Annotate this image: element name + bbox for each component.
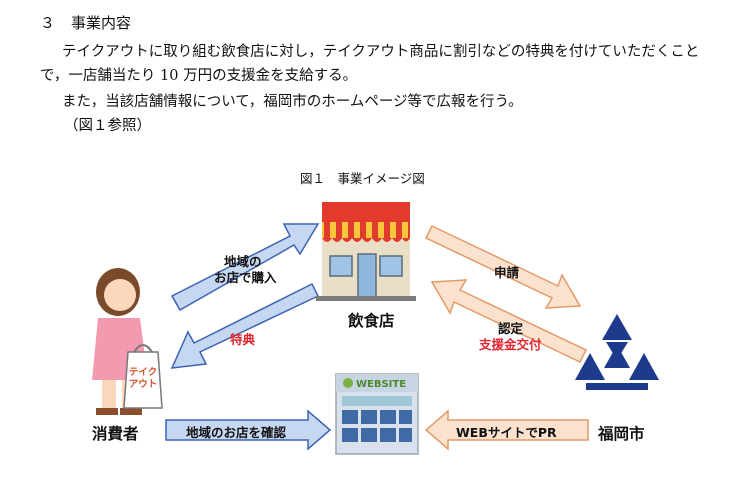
arrow-subsidy — [430, 279, 588, 363]
restaurant-label: 飲食店 — [348, 312, 395, 330]
arrow-apply — [424, 225, 582, 309]
section-number: ３ — [40, 14, 56, 32]
label-certify: 認定 — [498, 321, 524, 336]
bag-text-line2: アウト — [129, 379, 158, 390]
paragraph-1: テイクアウトに取り組む飲食店に対し，テイクアウト商品に割引などの特典を付けていた… — [40, 44, 700, 84]
section-title: 事業内容 — [71, 14, 132, 32]
restaurant-icon — [316, 202, 416, 301]
label-buy-line2: お店で購入 — [214, 270, 277, 285]
bag-text-line1: テイク — [129, 367, 157, 378]
city-label: 福岡市 — [598, 425, 645, 443]
consumer-illustration — [92, 268, 163, 415]
website-icon — [335, 373, 419, 455]
arrow-benefit — [170, 282, 320, 369]
paragraph-2: また，当該店舗情報について，福岡市のホームページ等で広報を行う。 — [62, 94, 523, 110]
label-confirm: 地域のお店を確認 — [186, 425, 287, 440]
section-heading: ３ 事業内容 — [40, 12, 131, 33]
label-benefit: 特典 — [230, 332, 256, 347]
arrow-web-pr — [424, 409, 589, 451]
label-subsidy: 支援金交付 — [479, 337, 542, 352]
website-logo: WEBSITE — [356, 379, 406, 390]
consumer-label: 消費者 — [92, 425, 139, 443]
arrow-confirm — [165, 409, 332, 451]
figure-title: 図１ 事業イメージ図 — [300, 171, 425, 186]
paragraph-3: （図１参照） — [64, 118, 151, 134]
label-web-pr: WEBサイトでPR — [456, 425, 557, 440]
fukuoka-city-emblem — [575, 314, 659, 390]
arrow-buy — [170, 223, 320, 312]
label-buy-line1: 地域の — [224, 254, 262, 269]
label-apply: 申請 — [494, 265, 520, 280]
